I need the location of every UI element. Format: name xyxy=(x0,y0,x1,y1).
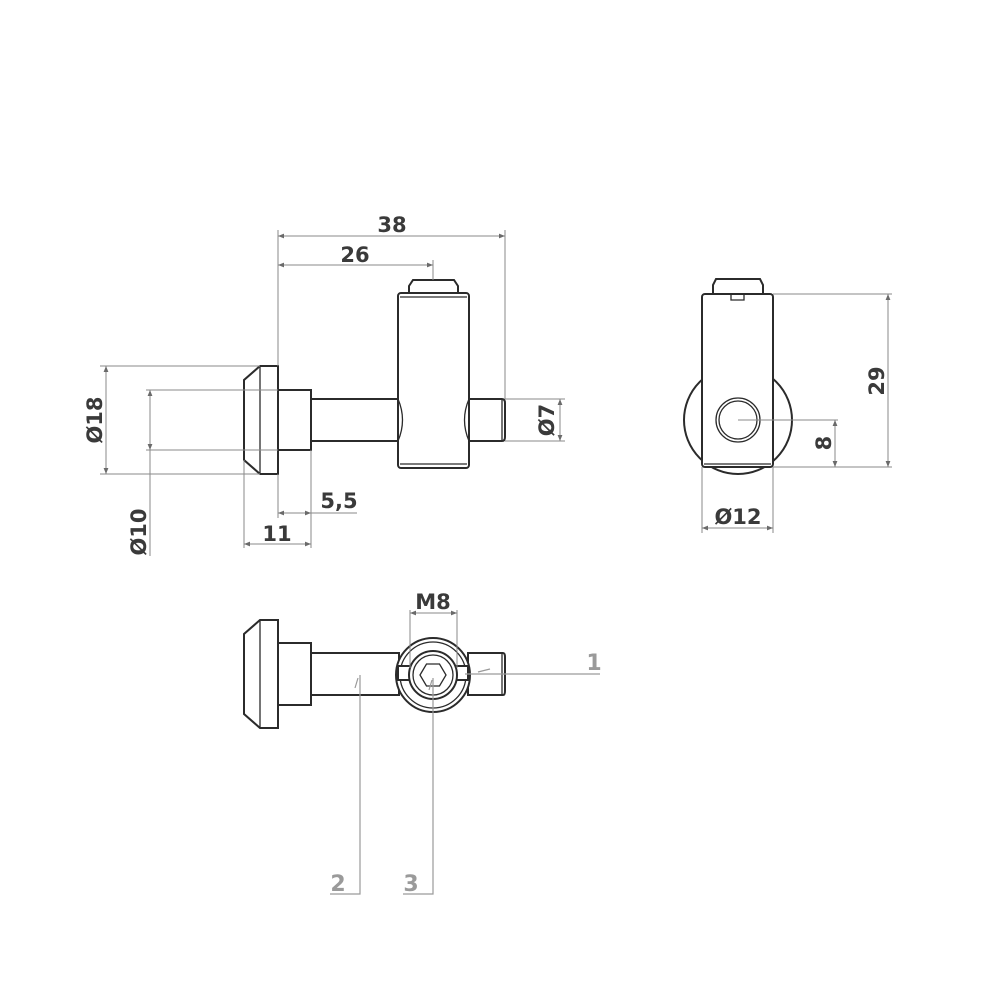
dim-8-label: 8 xyxy=(812,436,836,451)
hex-socket-icon xyxy=(419,663,447,687)
intersection-arc-left xyxy=(397,398,404,442)
callout-3-leader xyxy=(403,678,434,895)
screw-cap xyxy=(408,279,459,294)
side-view: 29 8 Ø12 xyxy=(683,278,892,533)
dim-d18-label: Ø18 xyxy=(83,396,107,443)
shaft xyxy=(310,652,400,696)
callout-2-label: 2 xyxy=(330,872,345,897)
front-view: 38 26 Ø18 Ø10 Ø7 5,5 11 xyxy=(83,213,565,556)
callout-2-leader xyxy=(330,675,361,895)
dim-d7-label: Ø7 xyxy=(535,404,559,436)
shaft xyxy=(310,398,400,442)
body xyxy=(701,293,774,468)
dim-38-label: 38 xyxy=(377,213,406,237)
callout-2-tick xyxy=(354,677,359,689)
top-view: M8 1 2 3 xyxy=(243,590,602,897)
callout-1-label: 1 xyxy=(586,651,601,676)
collar xyxy=(277,389,312,451)
head-outline xyxy=(243,619,279,729)
dim-26-label: 26 xyxy=(340,243,369,267)
intersection-arc-right xyxy=(463,398,470,442)
dim-m8-label: M8 xyxy=(415,590,451,614)
cap-slot xyxy=(730,294,745,301)
screw-cap xyxy=(712,278,764,295)
callout-3-label: 3 xyxy=(403,872,418,897)
body xyxy=(397,292,470,469)
callout-1-tick xyxy=(477,668,491,673)
dim-11-label: 11 xyxy=(262,522,291,546)
dim-29-label: 29 xyxy=(865,366,889,395)
dim-5-5-label: 5,5 xyxy=(320,489,357,513)
callout-3-tick xyxy=(428,679,433,691)
head-outline xyxy=(243,365,279,475)
collar xyxy=(277,642,312,706)
dim-d12-label: Ø12 xyxy=(714,505,761,529)
dim-d10-label: Ø10 xyxy=(127,508,151,555)
shaft-tip xyxy=(468,398,506,442)
